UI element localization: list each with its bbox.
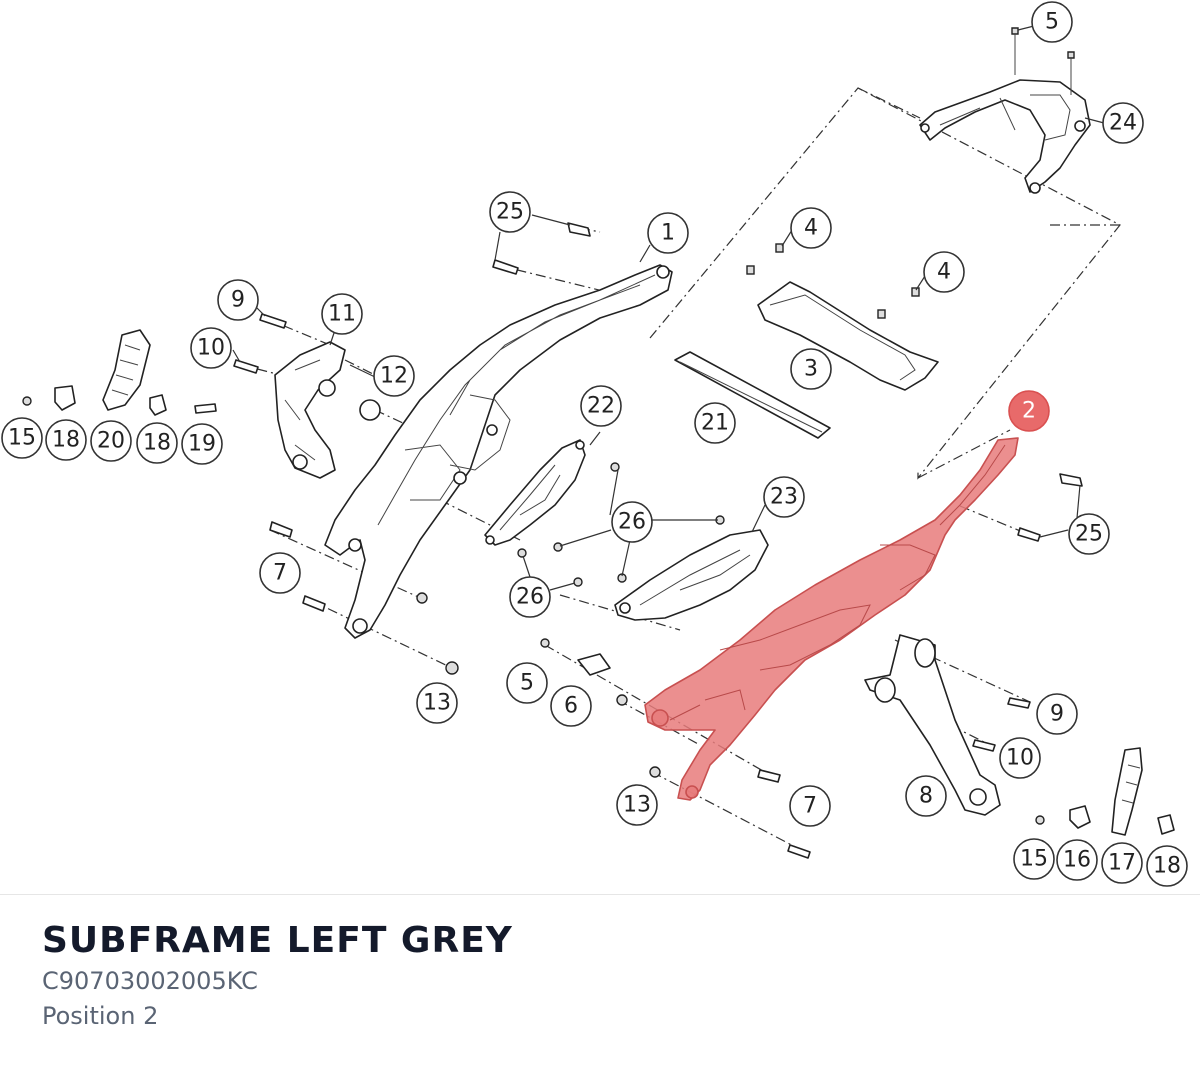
callout-10-right[interactable]: 10 <box>999 737 1041 779</box>
callout-10-left[interactable]: 10 <box>190 327 232 369</box>
svg-text:1: 1 <box>661 221 675 246</box>
svg-text:23: 23 <box>770 485 798 510</box>
cover-bracket-part-23 <box>614 529 769 621</box>
svg-text:13: 13 <box>423 691 451 716</box>
footrest-bracket-part-11 <box>274 341 381 479</box>
callout-18-left-a[interactable]: 18 <box>45 419 87 461</box>
clip-parts-5-6 <box>540 638 628 706</box>
callout-7-left[interactable]: 7 <box>259 552 301 594</box>
callout-8[interactable]: 8 <box>905 775 947 817</box>
svg-text:4: 4 <box>937 260 951 285</box>
callout-16[interactable]: 16 <box>1056 839 1098 881</box>
svg-text:6: 6 <box>564 694 578 719</box>
svg-text:18: 18 <box>143 431 171 456</box>
svg-text:11: 11 <box>328 302 356 327</box>
footrest-bracket-part-8 <box>864 634 1001 816</box>
callout-9-left[interactable]: 9 <box>217 279 259 321</box>
svg-text:19: 19 <box>188 432 216 457</box>
part-title: SUBFRAME LEFT GREY <box>42 920 513 961</box>
exploded-parts-diagram: 5 24 25 1 4 4 9 11 10 12 3 2 22 21 15 18… <box>1 1 1188 887</box>
callout-19[interactable]: 19 <box>181 423 223 465</box>
svg-text:18: 18 <box>52 428 80 453</box>
callout-1[interactable]: 1 <box>647 212 689 254</box>
callout-12[interactable]: 12 <box>373 355 415 397</box>
svg-text:25: 25 <box>496 200 524 225</box>
callouts: 5 24 25 1 4 4 9 11 10 12 3 2 22 21 15 18… <box>1 1 1188 887</box>
svg-text:26: 26 <box>618 510 646 535</box>
cover-bracket-part-22 <box>484 439 586 546</box>
svg-text:26: 26 <box>516 585 544 610</box>
callout-7-right[interactable]: 7 <box>789 785 831 827</box>
bolts-right-parts <box>649 697 1031 859</box>
svg-text:15: 15 <box>8 426 36 451</box>
svg-text:7: 7 <box>803 794 817 819</box>
callout-17[interactable]: 17 <box>1101 842 1143 884</box>
callout-5-mid[interactable]: 5 <box>506 662 548 704</box>
nuts-part-26 <box>517 462 725 587</box>
plate-part-3 <box>757 281 939 391</box>
svg-text:4: 4 <box>804 216 818 241</box>
callout-4-b[interactable]: 4 <box>923 251 965 293</box>
svg-text:9: 9 <box>1050 702 1064 727</box>
callout-2-highlighted[interactable]: 2 <box>1008 390 1050 432</box>
svg-text:25: 25 <box>1075 522 1103 547</box>
callout-25-right[interactable]: 25 <box>1068 513 1110 555</box>
svg-text:21: 21 <box>701 411 729 436</box>
callout-6[interactable]: 6 <box>550 685 592 727</box>
svg-text:3: 3 <box>804 357 818 382</box>
svg-text:8: 8 <box>919 784 933 809</box>
svg-text:24: 24 <box>1109 111 1137 136</box>
caption-divider <box>0 894 1200 895</box>
svg-text:10: 10 <box>197 336 225 361</box>
callout-15-right[interactable]: 15 <box>1013 838 1055 880</box>
callout-25-top[interactable]: 25 <box>489 191 531 233</box>
callout-20[interactable]: 20 <box>90 420 132 462</box>
svg-text:9: 9 <box>231 288 245 313</box>
bolts-left-parts-7-13 <box>269 521 459 675</box>
subframe-part-1 <box>324 264 673 639</box>
leader-lines <box>232 25 1105 591</box>
callout-15-left[interactable]: 15 <box>1 417 43 459</box>
rear-bracket-part-24 <box>919 27 1091 194</box>
svg-text:17: 17 <box>1108 851 1136 876</box>
callout-23[interactable]: 23 <box>763 476 805 518</box>
callout-24[interactable]: 24 <box>1102 102 1144 144</box>
callout-3[interactable]: 3 <box>790 348 832 390</box>
svg-text:7: 7 <box>273 561 287 586</box>
svg-text:2: 2 <box>1022 399 1036 424</box>
bolts-left-parts-9-10 <box>233 313 287 374</box>
part-number: C90703002005KC <box>42 967 258 995</box>
svg-text:10: 10 <box>1006 746 1034 771</box>
callout-4-a[interactable]: 4 <box>790 207 832 249</box>
callout-18-right[interactable]: 18 <box>1146 845 1188 887</box>
svg-text:16: 16 <box>1063 848 1091 873</box>
svg-text:5: 5 <box>1045 10 1059 35</box>
part-position: Position 2 <box>42 1002 159 1030</box>
callout-18-left-b[interactable]: 18 <box>136 422 178 464</box>
callout-13-left[interactable]: 13 <box>416 682 458 724</box>
callout-21[interactable]: 21 <box>694 402 736 444</box>
callout-9-right[interactable]: 9 <box>1036 693 1078 735</box>
callout-13-right[interactable]: 13 <box>616 784 658 826</box>
footpeg-right-parts <box>1035 747 1175 836</box>
rail-part-21 <box>674 351 831 439</box>
svg-text:12: 12 <box>380 364 408 389</box>
callout-26-b[interactable]: 26 <box>509 576 551 618</box>
screws-part-4 <box>746 243 920 319</box>
svg-text:22: 22 <box>587 394 615 419</box>
svg-text:18: 18 <box>1153 854 1181 879</box>
subframe-left-part-2-highlighted <box>644 437 1019 801</box>
svg-text:13: 13 <box>623 793 651 818</box>
footpeg-left-parts <box>22 329 217 416</box>
callout-26-a[interactable]: 26 <box>611 501 653 543</box>
callout-5-top[interactable]: 5 <box>1031 1 1073 43</box>
callout-22[interactable]: 22 <box>580 385 622 427</box>
svg-text:5: 5 <box>520 671 534 696</box>
part-info: SUBFRAME LEFT GREY C90703002005KC Positi… <box>42 918 1142 1034</box>
svg-text:15: 15 <box>1020 847 1048 872</box>
svg-text:20: 20 <box>97 429 125 454</box>
callout-11[interactable]: 11 <box>321 293 363 335</box>
bolts-part-25 <box>492 222 1083 542</box>
